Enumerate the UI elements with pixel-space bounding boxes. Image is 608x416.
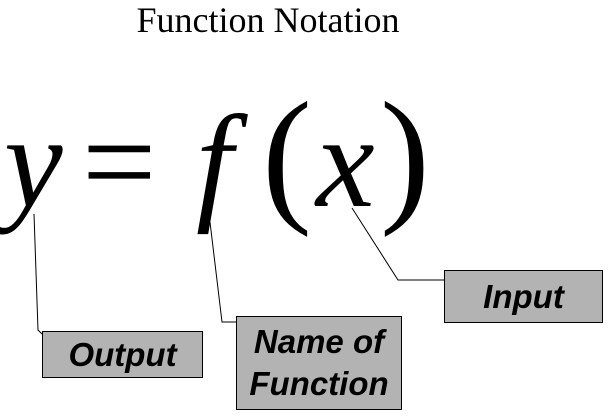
function-leader-line	[209, 221, 236, 323]
equals-sign: =	[82, 88, 157, 235]
function-name-label: Name of Function	[249, 323, 389, 402]
input-variable-x: x	[316, 88, 375, 235]
output-variable-y: y	[4, 88, 63, 235]
function-name-label-box: Name of Function	[236, 316, 402, 410]
open-parenthesis: (	[262, 72, 312, 238]
input-label-box: Input	[444, 270, 603, 323]
diagram-title: Function Notation	[136, 0, 400, 40]
output-leader-line	[33, 213, 43, 335]
input-leader-line	[351, 207, 444, 281]
close-parenthesis: )	[380, 72, 430, 238]
input-label: Input	[483, 277, 564, 315]
output-label-box: Output	[42, 331, 203, 378]
output-label: Output	[68, 335, 177, 373]
function-name-f: f	[196, 88, 233, 235]
